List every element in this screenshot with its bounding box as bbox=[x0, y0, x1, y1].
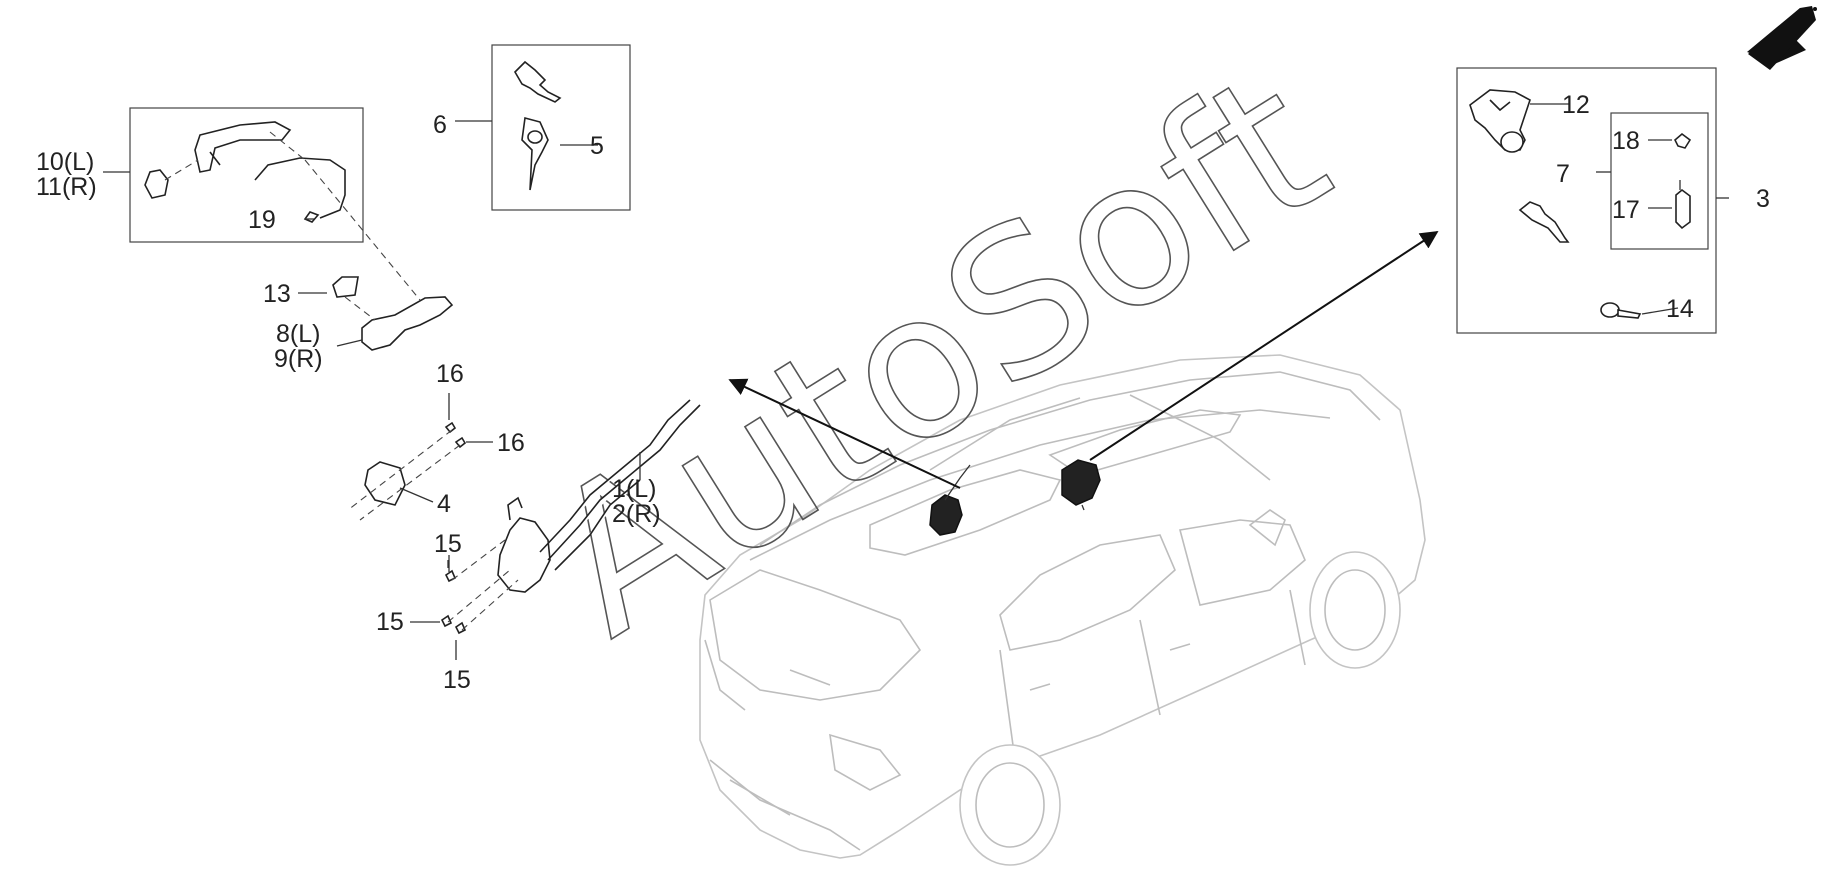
latch-group bbox=[347, 399, 701, 635]
callout-2: 2(R) bbox=[612, 500, 661, 528]
callout-15-top: 15 bbox=[434, 530, 462, 558]
handle-frame-group bbox=[304, 159, 454, 351]
callout-10: 10(L) bbox=[36, 148, 94, 176]
callout-18: 18 bbox=[1612, 127, 1640, 155]
leader-lines bbox=[103, 103, 1729, 660]
location-arrows bbox=[728, 231, 1439, 536]
callout-14: 14 bbox=[1666, 295, 1694, 323]
lock-cylinder-locator bbox=[1061, 459, 1101, 506]
lock-set-group bbox=[1456, 67, 1717, 334]
callout-16-right: 16 bbox=[497, 429, 525, 457]
callout-8: 8(L) bbox=[276, 320, 320, 348]
callout-19: 19 bbox=[248, 206, 276, 234]
callout-6: 6 bbox=[433, 111, 447, 139]
callout-7: 7 bbox=[1556, 160, 1570, 188]
callout-15-bottom: 15 bbox=[443, 666, 471, 694]
key-group bbox=[491, 44, 631, 211]
outer-handle-group bbox=[129, 107, 364, 243]
callout-3: 3 bbox=[1756, 185, 1770, 213]
callout-5: 5 bbox=[590, 132, 604, 160]
callout-9: 9(R) bbox=[274, 345, 323, 373]
vehicle-outline bbox=[699, 354, 1426, 866]
callout-11: 11(R) bbox=[36, 173, 97, 201]
callout-17: 17 bbox=[1612, 196, 1640, 224]
callout-1: 1(L) bbox=[612, 475, 656, 503]
callout-4: 4 bbox=[437, 490, 451, 518]
callout-16-top: 16 bbox=[436, 360, 464, 388]
callout-labels: 10(L) 11(R) 19 13 8(L) 9(R) 6 5 12 7 3 1… bbox=[36, 91, 1770, 694]
direction-arrow-icon bbox=[1747, 6, 1817, 70]
callout-15-left: 15 bbox=[376, 608, 404, 636]
callout-13: 13 bbox=[263, 280, 291, 308]
callout-12: 12 bbox=[1562, 91, 1590, 119]
